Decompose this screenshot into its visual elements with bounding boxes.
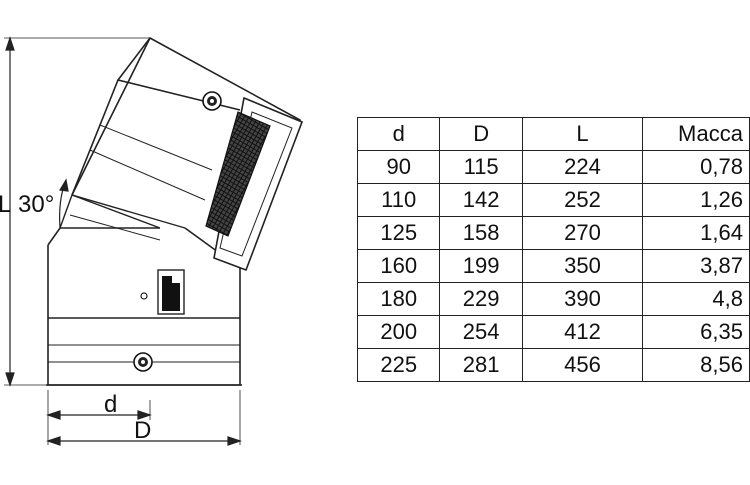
cell-D: 115 bbox=[439, 150, 523, 184]
cell-D: 199 bbox=[439, 249, 523, 283]
cell-mass: 6,35 bbox=[642, 315, 750, 349]
inner-diameter-dimension bbox=[46, 390, 152, 445]
cell-L: 270 bbox=[521, 216, 644, 250]
cell-mass: 1,26 bbox=[642, 183, 750, 217]
table-row: 110 142 252 1,26 bbox=[356, 183, 750, 217]
inner-diameter-label: d bbox=[104, 391, 117, 418]
outer-diameter-dimension bbox=[46, 390, 242, 446]
cell-L: 252 bbox=[521, 183, 644, 217]
upper-pipe-section bbox=[71, 36, 304, 272]
cell-L: 224 bbox=[521, 150, 644, 184]
cell-d: 160 bbox=[356, 249, 441, 283]
header-d: d bbox=[356, 117, 441, 151]
table-header-row: d D L Массa bbox=[356, 117, 750, 151]
cell-mass: 8,56 bbox=[642, 348, 750, 382]
lower-slot bbox=[140, 269, 185, 315]
cell-D: 158 bbox=[439, 216, 523, 250]
upper-bolt-icon bbox=[202, 91, 222, 111]
cell-mass: 0,78 bbox=[642, 150, 750, 184]
cell-d: 180 bbox=[356, 282, 441, 316]
cell-L: 350 bbox=[521, 249, 644, 283]
length-dimension bbox=[4, 36, 150, 387]
cell-d: 90 bbox=[356, 150, 441, 184]
length-label: L bbox=[0, 191, 11, 218]
header-mass: Массa bbox=[642, 117, 750, 151]
header-L: L bbox=[521, 117, 644, 151]
angle-dimension bbox=[59, 178, 69, 229]
table-row: 200 254 412 6,35 bbox=[356, 315, 750, 349]
cell-d: 125 bbox=[356, 216, 441, 250]
elbow-pipe-drawing: L 30° d D bbox=[0, 36, 304, 446]
outer-diameter-label: D bbox=[134, 417, 151, 444]
knurled-band bbox=[205, 111, 271, 237]
cell-mass: 1,64 bbox=[642, 216, 750, 250]
cell-mass: 4,8 bbox=[642, 282, 750, 316]
spec-table: d D L Массa 90 115 224 0,78 110 142 252 … bbox=[356, 117, 750, 382]
cell-L: 390 bbox=[521, 282, 644, 316]
cell-mass: 3,87 bbox=[642, 249, 750, 283]
table-row: 225 281 456 8,56 bbox=[356, 348, 750, 382]
cell-d: 110 bbox=[356, 183, 441, 217]
cell-D: 281 bbox=[439, 348, 523, 382]
table-row: 90 115 224 0,78 bbox=[356, 150, 750, 184]
table-row: 180 229 390 4,8 bbox=[356, 282, 750, 316]
cell-d: 225 bbox=[356, 348, 441, 382]
cell-D: 229 bbox=[439, 282, 523, 316]
table-row: 125 158 270 1,64 bbox=[356, 216, 750, 250]
table-row: 160 199 350 3,87 bbox=[356, 249, 750, 283]
cell-D: 254 bbox=[439, 315, 523, 349]
elbow-joint bbox=[59, 194, 186, 241]
header-D: D bbox=[439, 117, 523, 151]
cell-d: 200 bbox=[356, 315, 441, 349]
cell-L: 456 bbox=[521, 348, 644, 382]
angle-label: 30° bbox=[18, 191, 54, 218]
cell-L: 412 bbox=[521, 315, 644, 349]
lower-bolt-icon bbox=[133, 352, 153, 372]
cell-D: 142 bbox=[439, 183, 523, 217]
